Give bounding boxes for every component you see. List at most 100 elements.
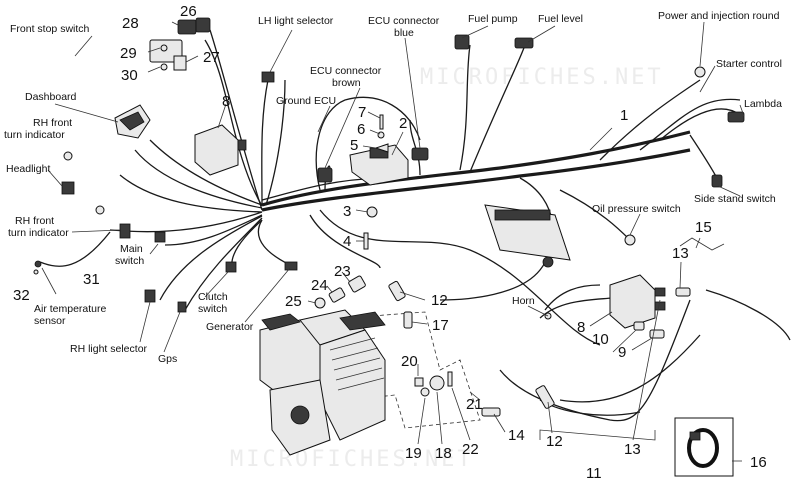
- air-temp-sensor: [34, 260, 42, 268]
- callout-8-right: 8: [577, 319, 585, 336]
- callout-19: 19: [405, 445, 422, 462]
- label-power-injection: Power and injection round: [658, 10, 780, 22]
- callout-2: 2: [399, 115, 407, 132]
- label-ecu-brown-2: brown: [332, 77, 361, 89]
- engine-block: [259, 309, 386, 456]
- label-ecu-blue-1: ECU connector: [368, 15, 440, 27]
- callout-9: 9: [618, 344, 626, 361]
- part-3-bolt: [366, 206, 378, 218]
- part-25-nut: [314, 297, 326, 309]
- air-temp-wire: [39, 231, 111, 267]
- part-19-washer: [420, 387, 430, 397]
- ecu-blue-connector: [411, 147, 429, 161]
- label-main-switch-2: switch: [115, 255, 144, 267]
- part-20-grommet: [414, 377, 424, 387]
- part-5-spring: [374, 143, 389, 153]
- bracket-15: [679, 237, 725, 251]
- watermark-text-top: MICROFICHES.NET: [420, 65, 664, 90]
- rh-front-turn-connector-b: [95, 205, 105, 215]
- headlight-connector: [61, 181, 75, 195]
- callout-12-upper: 12: [431, 292, 448, 309]
- part-32-clip: [33, 269, 39, 275]
- turn-indicator-socket: [119, 223, 131, 239]
- label-generator: Generator: [206, 321, 254, 333]
- part-13-terminal: [675, 287, 691, 297]
- side-stand-connector: [711, 174, 723, 188]
- label-headlight: Headlight: [6, 163, 50, 175]
- label-lambda: Lambda: [744, 98, 782, 110]
- label-ecu-brown-1: ECU connector: [310, 65, 382, 77]
- fuel-pump-connector: [454, 34, 470, 50]
- label-ecu-blue-2: blue: [394, 27, 414, 39]
- callout-31: 31: [83, 271, 100, 288]
- rh-front-turn-connector-a: [63, 151, 73, 161]
- label-lh-light-selector: LH light selector: [258, 15, 334, 27]
- label-clutch-switch-1: Clutch: [198, 291, 228, 303]
- part-number-callouts: 1 2 3 4 5 6 7 8 8 9 10 11 12 12 13 13 14…: [13, 3, 767, 482]
- callout-22: 22: [462, 441, 479, 458]
- bracket-11: [539, 429, 656, 441]
- label-rh-light-selector: RH light selector: [70, 343, 148, 355]
- label-air-temp-1: Air temperature: [34, 303, 107, 315]
- callout-4: 4: [343, 233, 351, 250]
- part-7-screw: [379, 114, 384, 130]
- main-switch-connector: [154, 231, 166, 243]
- callout-32: 32: [13, 287, 30, 304]
- power-injection-connector: [694, 66, 706, 78]
- part-4-screw: [363, 232, 369, 250]
- callout-1: 1: [620, 107, 628, 124]
- label-fuel-level: Fuel level: [538, 13, 583, 25]
- callout-30: 30: [121, 67, 138, 84]
- callout-20: 20: [401, 353, 418, 370]
- relay-8-right: [609, 274, 666, 329]
- callout-18: 18: [435, 445, 452, 462]
- label-rh-front-turn-b-2: turn indicator: [8, 227, 69, 239]
- ecu-connector-2: [349, 144, 409, 186]
- gps-connector: [177, 301, 187, 313]
- label-ground-ecu: Ground ECU: [276, 95, 336, 107]
- spark-plug-17: [403, 311, 413, 329]
- callout-13-lower: 13: [624, 441, 641, 458]
- fuel-level-connector: [514, 37, 534, 49]
- label-oil-pressure: Oil pressure switch: [592, 203, 681, 215]
- plug-cap-12-lower: [535, 385, 555, 409]
- label-rh-front-turn-a-2: turn indicator: [4, 129, 65, 141]
- callout-21: 21: [466, 396, 483, 413]
- label-starter-control: Starter control: [716, 58, 782, 70]
- lambda-connector: [727, 111, 745, 123]
- callout-13-upper: 13: [672, 245, 689, 262]
- label-clutch-switch-2: switch: [198, 303, 227, 315]
- ecu-brown-connector: [317, 167, 333, 183]
- clutch-switch-connector: [225, 261, 237, 273]
- callout-23: 23: [334, 263, 351, 280]
- callout-16: 16: [750, 454, 767, 471]
- hose-clamp-16-box: [674, 417, 734, 477]
- callout-24: 24: [311, 277, 328, 294]
- label-air-temp-2: sensor: [34, 315, 66, 327]
- callout-25: 25: [285, 293, 302, 310]
- label-fuel-pump: Fuel pump: [468, 13, 518, 25]
- callout-11: 11: [586, 465, 602, 482]
- label-gps: Gps: [158, 353, 177, 365]
- callout-26: 26: [180, 3, 197, 20]
- part-22-screw: [447, 371, 453, 387]
- dashboard-component: [114, 104, 151, 139]
- callout-15: 15: [695, 219, 712, 236]
- callout-8-left: 8: [222, 93, 230, 110]
- callout-7: 7: [358, 104, 366, 121]
- callout-3: 3: [343, 203, 351, 220]
- label-main-switch-1: Main: [120, 243, 143, 255]
- label-horn: Horn: [512, 295, 535, 307]
- callout-17: 17: [432, 317, 449, 334]
- part-6-washer: [377, 131, 385, 139]
- callout-14: 14: [508, 427, 525, 444]
- watermark-text: MICROFICHES.NET: [230, 447, 474, 472]
- label-rh-front-turn-a-1: RH front: [33, 117, 72, 129]
- ecu-module: [484, 204, 571, 268]
- sensor-18: [429, 375, 445, 391]
- callout-6: 6: [357, 121, 365, 138]
- label-side-stand: Side stand switch: [694, 193, 776, 205]
- callout-10: 10: [592, 331, 609, 348]
